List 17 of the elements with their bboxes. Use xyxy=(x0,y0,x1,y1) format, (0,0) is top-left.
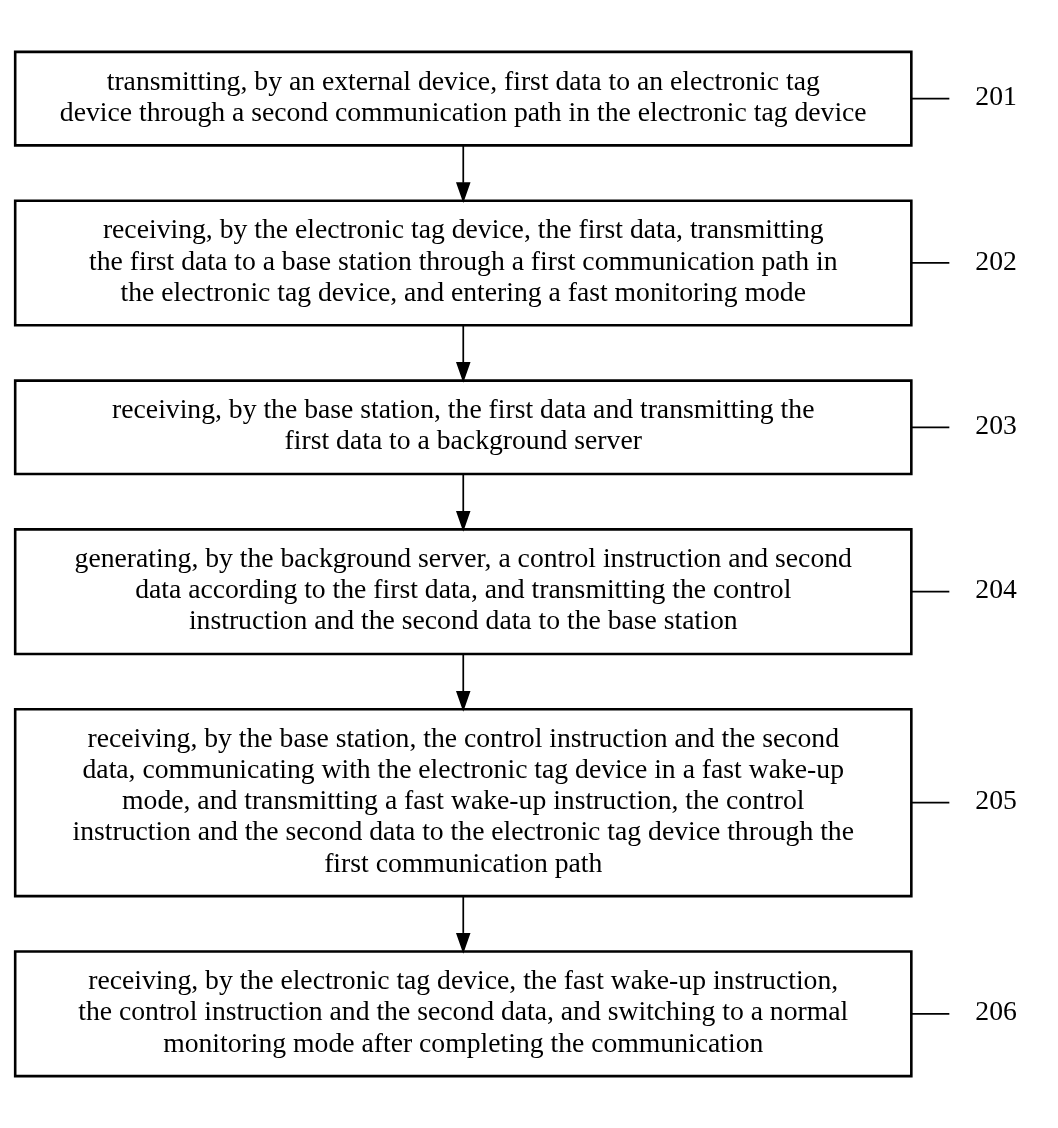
node-label: 205 xyxy=(975,784,1017,816)
node-label: 204 xyxy=(975,573,1017,605)
node-label: 203 xyxy=(975,408,1017,440)
arrow xyxy=(456,653,471,712)
arrow xyxy=(456,895,471,954)
node-label: 202 xyxy=(975,244,1017,276)
node-box: generating, by the background server, a control instruction and second data according to the first data, and transmitting the control instruction and the second data to the base station xyxy=(13,528,913,656)
arrow xyxy=(456,324,471,383)
node-label: 201 xyxy=(975,80,1017,112)
node-box: receiving, by the electronic tag device, the fast wake-up instruction, the control instruction and the second data, and switching to a normal monitoring mode after completing the communication xyxy=(13,950,913,1078)
node-box: receiving, by the electronic tag device, the first data, transmitting the first data to a base station through a first communication path in the electronic tag device, and entering a fast monitoring mode xyxy=(13,199,913,327)
node-box: transmitting, by an external device, first data to an electronic tag device through a second communication path in the electronic tag device xyxy=(13,50,913,147)
node-label: 206 xyxy=(975,995,1017,1027)
node-box: receiving, by the base station, the control instruction and the second data, communicating with the electronic tag device in a fast wake-up mode, and transmitting a fast wake-up instruction, the control instruction and the second data to the electronic tag device through the first communication path xyxy=(13,708,913,898)
node-box: receiving, by the base station, the first data and transmitting the first data to a background server xyxy=(13,379,913,476)
arrow xyxy=(456,145,471,204)
arrow xyxy=(456,473,471,532)
